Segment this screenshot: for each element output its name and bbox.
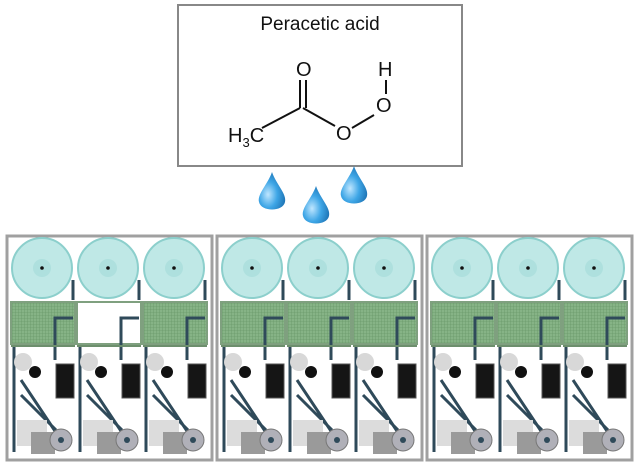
filter-mesh	[142, 301, 208, 345]
impeller-hub	[190, 437, 196, 443]
pipe	[12, 280, 75, 452]
disc-center	[526, 266, 530, 270]
sensor	[356, 353, 374, 371]
impeller-hub	[334, 437, 340, 443]
filter-mesh	[220, 301, 286, 345]
atom-carbonyl-o: O	[296, 59, 312, 81]
valve	[371, 366, 383, 378]
impeller-hub	[478, 437, 484, 443]
pipe	[498, 280, 561, 452]
sensor	[80, 353, 98, 371]
base-plate	[373, 432, 397, 454]
sensor	[434, 353, 452, 371]
valve	[29, 366, 41, 378]
base-plate	[97, 432, 121, 454]
pipe	[354, 280, 417, 452]
disc-center	[106, 266, 110, 270]
atom-h3: H3C	[228, 125, 264, 150]
base-plate	[307, 432, 331, 454]
droplet-icon	[340, 166, 368, 204]
pump-housing	[55, 363, 75, 399]
impeller-hub	[58, 437, 64, 443]
sensor	[146, 353, 164, 371]
impeller-hub	[544, 437, 550, 443]
sensor	[500, 353, 518, 371]
equipment-unit	[286, 237, 352, 454]
base-plate	[241, 432, 265, 454]
equipment-unit	[352, 237, 418, 454]
equipment-panel	[425, 234, 634, 462]
filter-mesh	[76, 301, 142, 345]
base-plate	[31, 432, 55, 454]
pipe	[288, 280, 351, 452]
filter-mesh	[562, 301, 628, 345]
sensor	[14, 353, 32, 371]
atom-ester-o: O	[336, 123, 352, 145]
valve	[95, 366, 107, 378]
disc-center	[172, 266, 176, 270]
impeller-hub	[124, 437, 130, 443]
valve	[305, 366, 317, 378]
equipment-panel	[215, 234, 424, 462]
valve	[581, 366, 593, 378]
pipe	[144, 280, 207, 452]
pump-housing	[121, 363, 141, 399]
valve	[449, 366, 461, 378]
equipment-unit	[76, 237, 142, 454]
structure-bonds	[261, 80, 387, 129]
impeller-hub	[268, 437, 274, 443]
sensor	[290, 353, 308, 371]
disc-center	[316, 266, 320, 270]
pump-housing	[397, 363, 417, 399]
base-plate	[163, 432, 187, 454]
equipment-unit	[220, 237, 286, 454]
pump-housing	[475, 363, 495, 399]
equipment-unit	[10, 237, 76, 454]
filter-mesh	[10, 301, 76, 345]
valve	[239, 366, 251, 378]
base-plate	[517, 432, 541, 454]
equipment-unit	[562, 237, 628, 454]
pump-housing	[265, 363, 285, 399]
droplet-icon	[258, 172, 286, 210]
molecule-name: Peracetic acid	[260, 14, 380, 35]
pipe	[222, 280, 285, 452]
disc-center	[250, 266, 254, 270]
base-plate	[583, 432, 607, 454]
pump-housing	[331, 363, 351, 399]
equipment-unit	[430, 237, 496, 454]
droplet-icon	[302, 186, 330, 224]
filter-mesh	[430, 301, 496, 345]
disc-center	[592, 266, 596, 270]
filter-mesh	[496, 301, 562, 345]
pipe	[78, 280, 141, 452]
pump-housing	[541, 363, 561, 399]
filter-mesh	[352, 301, 418, 345]
disc-center	[40, 266, 44, 270]
base-plate	[451, 432, 475, 454]
valve	[161, 366, 173, 378]
disc-center	[460, 266, 464, 270]
atom-hydroxyl-h: H	[378, 59, 392, 81]
equipment-unit	[496, 237, 562, 454]
impeller-hub	[610, 437, 616, 443]
pump-housing	[607, 363, 627, 399]
atom-hydroxyl-o: O	[376, 95, 392, 117]
valve	[515, 366, 527, 378]
impeller-hub	[400, 437, 406, 443]
equipment-panel	[5, 234, 214, 462]
filter-mesh	[286, 301, 352, 345]
pipe	[564, 280, 627, 452]
pump-housing	[187, 363, 207, 399]
disc-center	[382, 266, 386, 270]
sensor	[224, 353, 242, 371]
sensor	[566, 353, 584, 371]
pipe	[432, 280, 495, 452]
molecule-box	[177, 4, 463, 167]
equipment-unit	[142, 237, 208, 454]
